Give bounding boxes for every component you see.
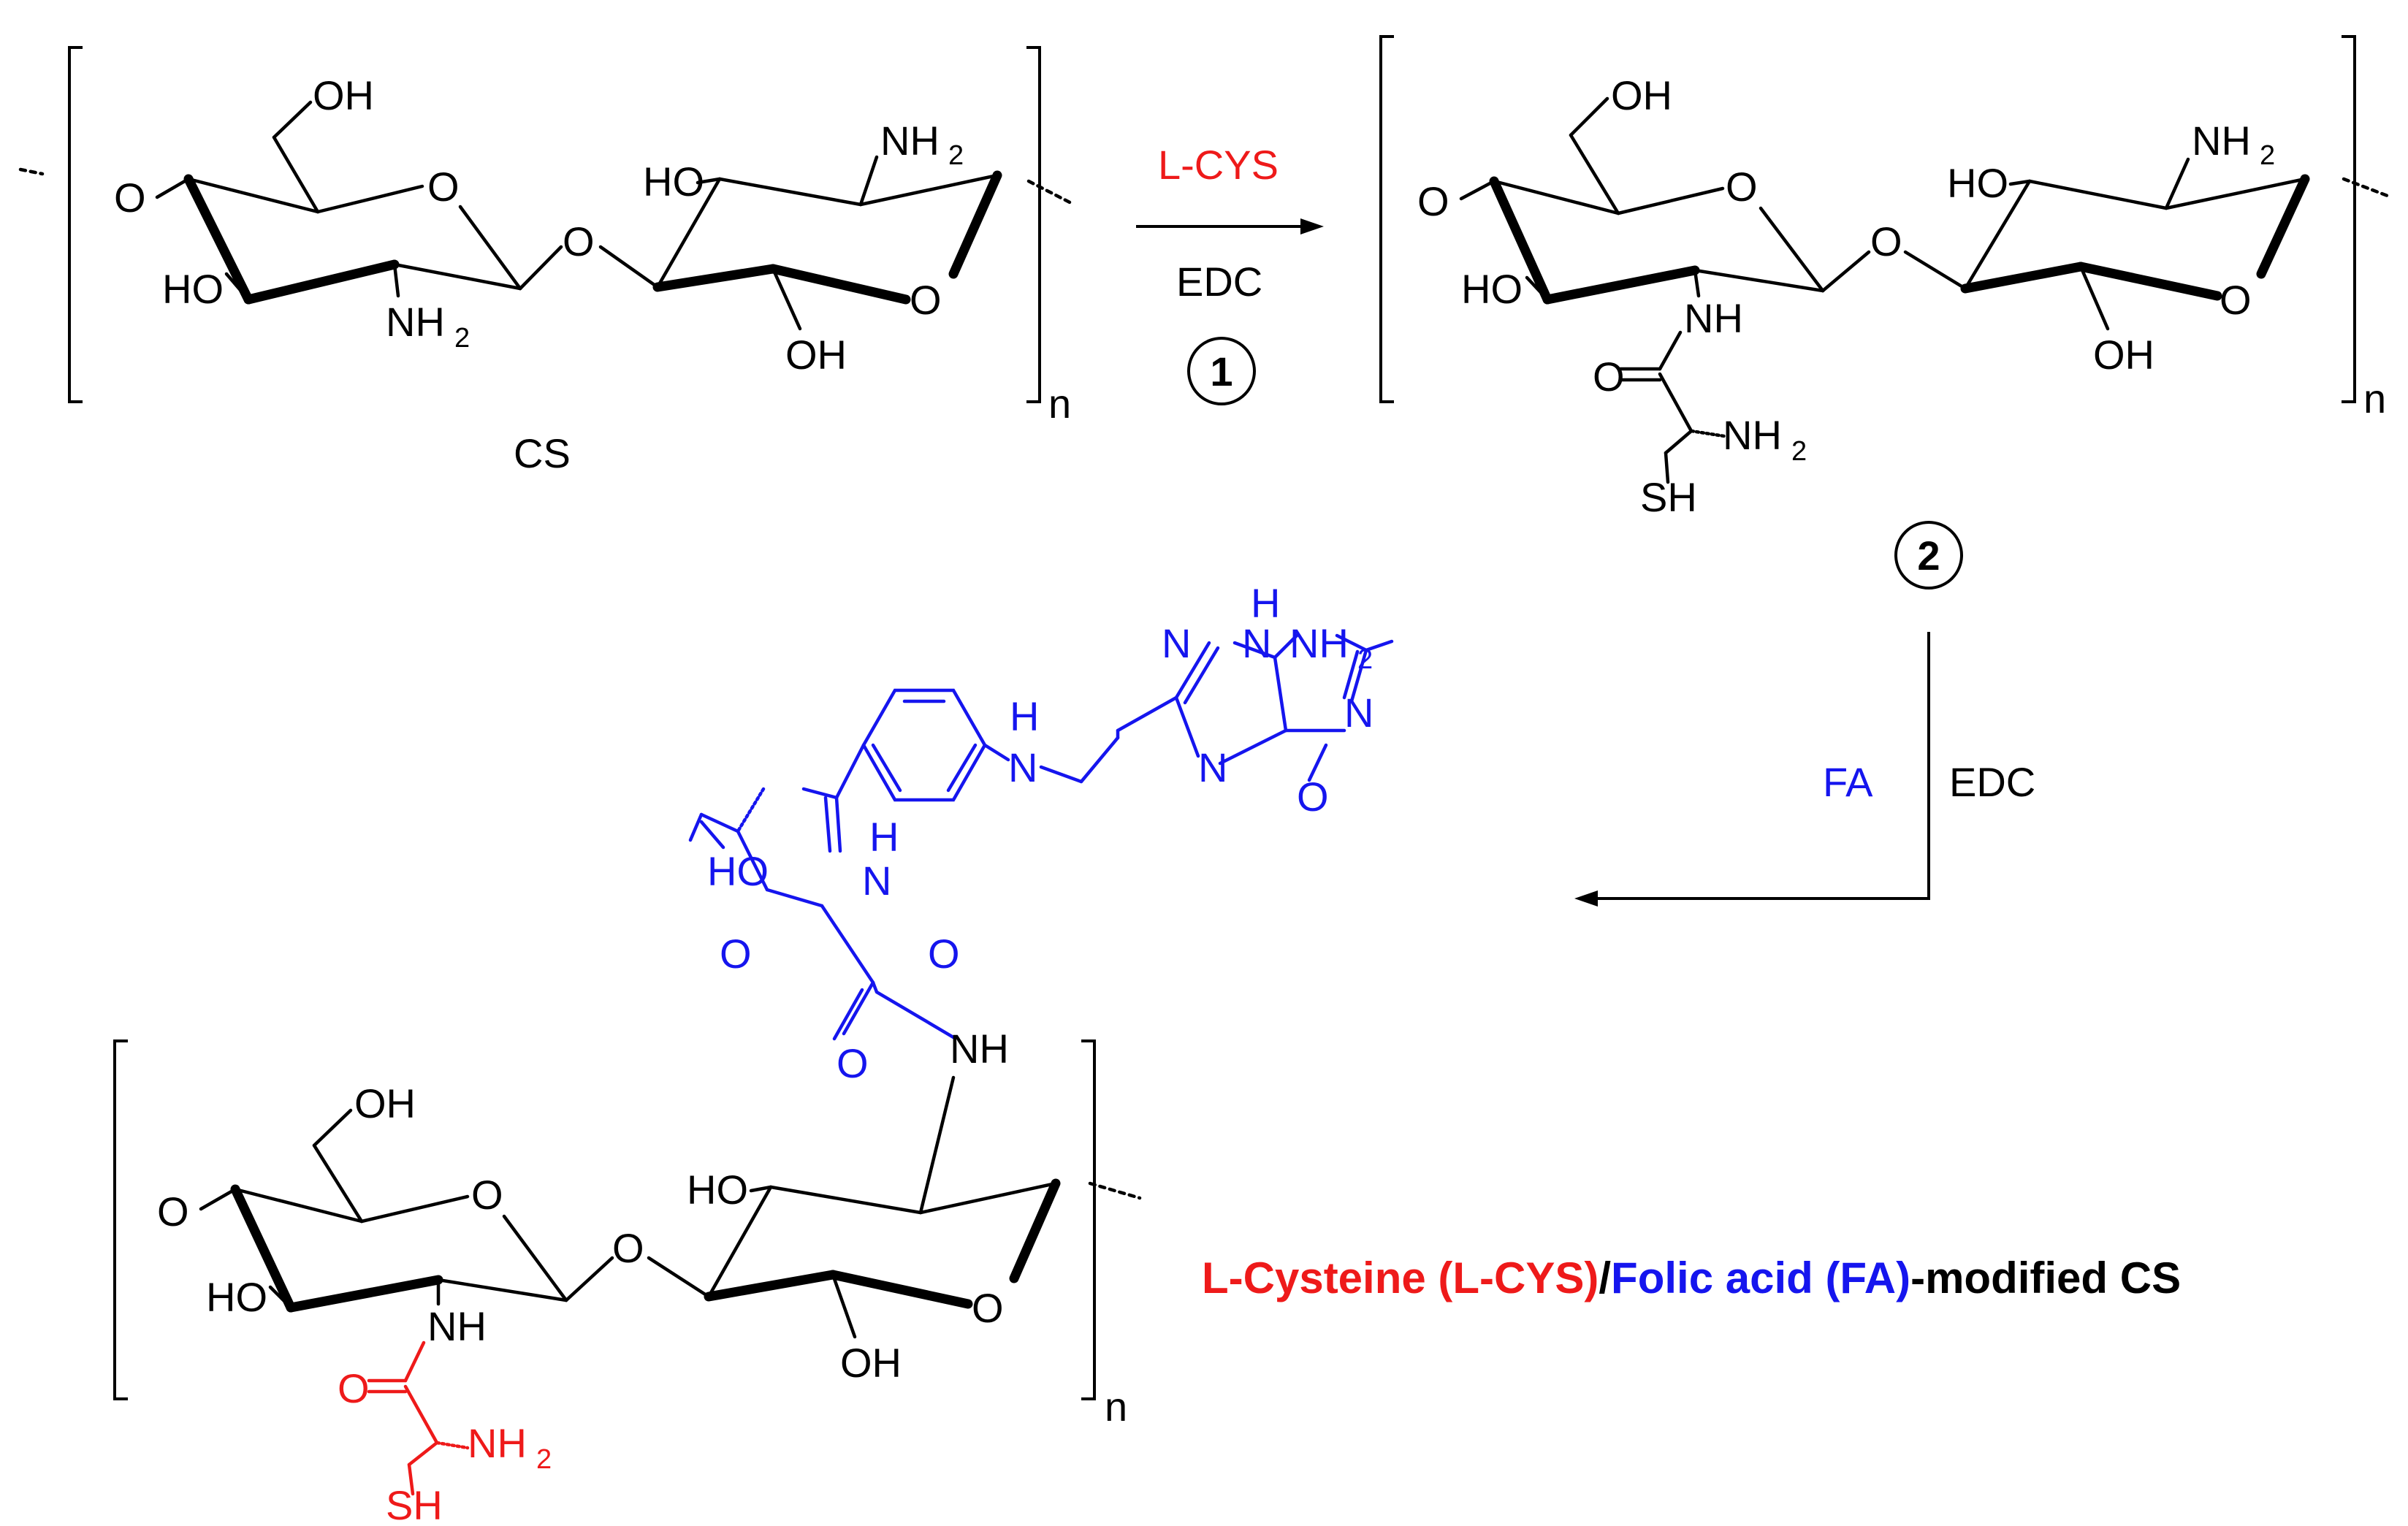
atom-label: SH (386, 1482, 443, 1526)
atom-label: NH (1289, 620, 1349, 666)
atom-label: N (1008, 744, 1037, 790)
atom-label: O (114, 175, 146, 221)
cs-label: CS (514, 430, 571, 476)
atom-subscript: 2 (2260, 140, 2275, 171)
atom-label: O (2220, 277, 2252, 323)
atom-label: HO (206, 1274, 267, 1320)
atom-subscript: 2 (454, 323, 470, 354)
atom-label: O (471, 1172, 503, 1218)
folic-acid-moiety: H N N NH 2 N N O H N H N HO O O O NH (688, 580, 1394, 1086)
atom-subscript: 2 (948, 140, 964, 171)
atom-label: O (338, 1365, 370, 1411)
repeat-subscript: n (1048, 381, 1071, 427)
atom-label: N (1162, 620, 1191, 666)
atom-label: N (1344, 690, 1373, 736)
atom-label: HO (707, 848, 769, 894)
atom-label: OH (2093, 332, 2154, 378)
atom-label: O (157, 1189, 189, 1235)
atom-label: HO (1947, 160, 2008, 206)
atom-label: N (1198, 744, 1227, 790)
step-1-number: 1 (1210, 348, 1232, 394)
atom-label: O (910, 277, 942, 323)
atom-label: NH (880, 118, 940, 164)
atom-label: HO (162, 266, 224, 312)
step-1-arrow: L-CYS EDC 1 (1136, 142, 1324, 405)
atom-label: O (972, 1285, 1004, 1331)
title-suffix: -modified CS (1910, 1254, 2181, 1302)
product-title: L-Cysteine (L-CYS)/Folic acid (FA)-modif… (1202, 1254, 2181, 1302)
step-2-circle (1894, 521, 1963, 590)
atom-label: NH (427, 1303, 487, 1349)
atom-label: HO (643, 159, 704, 205)
title-folic-acid: Folic acid (FA) (1611, 1254, 1910, 1302)
atom-label: H (1251, 580, 1280, 626)
atom-subscript: 2 (536, 1444, 552, 1475)
atom-label: O (720, 931, 752, 977)
atom-label: O (1726, 164, 1758, 210)
atom-label: NH (386, 299, 445, 345)
atom-label: NH (2192, 118, 2251, 164)
atom-label: HO (687, 1167, 748, 1213)
repeat-subscript: n (1105, 1384, 1127, 1430)
chitosan-structure: OH O O HO NH 2 O HO NH 2 O OH n CS (18, 46, 1076, 476)
reagent-folic-acid: FA (1823, 759, 1873, 805)
step-2-arrow: 2 FA EDC (1574, 521, 2035, 907)
atom-label: NH (1684, 295, 1743, 341)
atom-label: O (1417, 178, 1449, 224)
atom-label: O (837, 1040, 869, 1086)
atom-label: H (869, 814, 899, 860)
atom-label: OH (785, 332, 847, 378)
atom-label: O (563, 218, 595, 264)
atom-label: OH (1611, 72, 1672, 118)
atom-label: N (862, 858, 891, 904)
coupling-agent-2: EDC (1949, 759, 2035, 805)
atom-label: OH (840, 1340, 902, 1386)
atom-label: O (928, 931, 960, 977)
atom-label: NH (468, 1420, 527, 1466)
l-cys-chitosan-structure: OH O O HO NH O NH 2 SH O HO NH 2 O OH n (1379, 35, 2390, 520)
atom-label: NH (1723, 412, 1782, 458)
atom-label: O (1870, 218, 1902, 264)
title-slash: / (1599, 1254, 1611, 1302)
repeat-subscript: n (2363, 375, 2386, 421)
reagent-l-cys: L-CYS (1158, 142, 1279, 188)
step-1-circle (1187, 337, 1256, 405)
atom-label: O (1593, 354, 1625, 400)
atom-label: O (1297, 774, 1329, 820)
atom-label: OH (313, 72, 374, 118)
atom-label: N (1242, 620, 1271, 666)
title-l-cys: L-Cysteine (L-CYS) (1202, 1254, 1599, 1302)
atom-label: O (612, 1225, 644, 1271)
atom-label: H (1010, 693, 1039, 739)
atom-label: HO (1461, 266, 1523, 312)
atom-subscript: 2 (1357, 644, 1373, 675)
modified-chitosan-structure: OH O O HO NH O HO O OH n (113, 1039, 1142, 1430)
atom-label: OH (354, 1080, 416, 1126)
atom-subscript: 2 (1791, 436, 1807, 467)
atom-label: O (427, 164, 460, 210)
atom-label: SH (1640, 474, 1697, 520)
atom-label: NH (950, 1026, 1009, 1072)
coupling-agent-1: EDC (1176, 259, 1262, 305)
cysteine-moiety: O NH 2 SH (338, 1340, 552, 1526)
step-2-number: 2 (1917, 533, 1940, 579)
